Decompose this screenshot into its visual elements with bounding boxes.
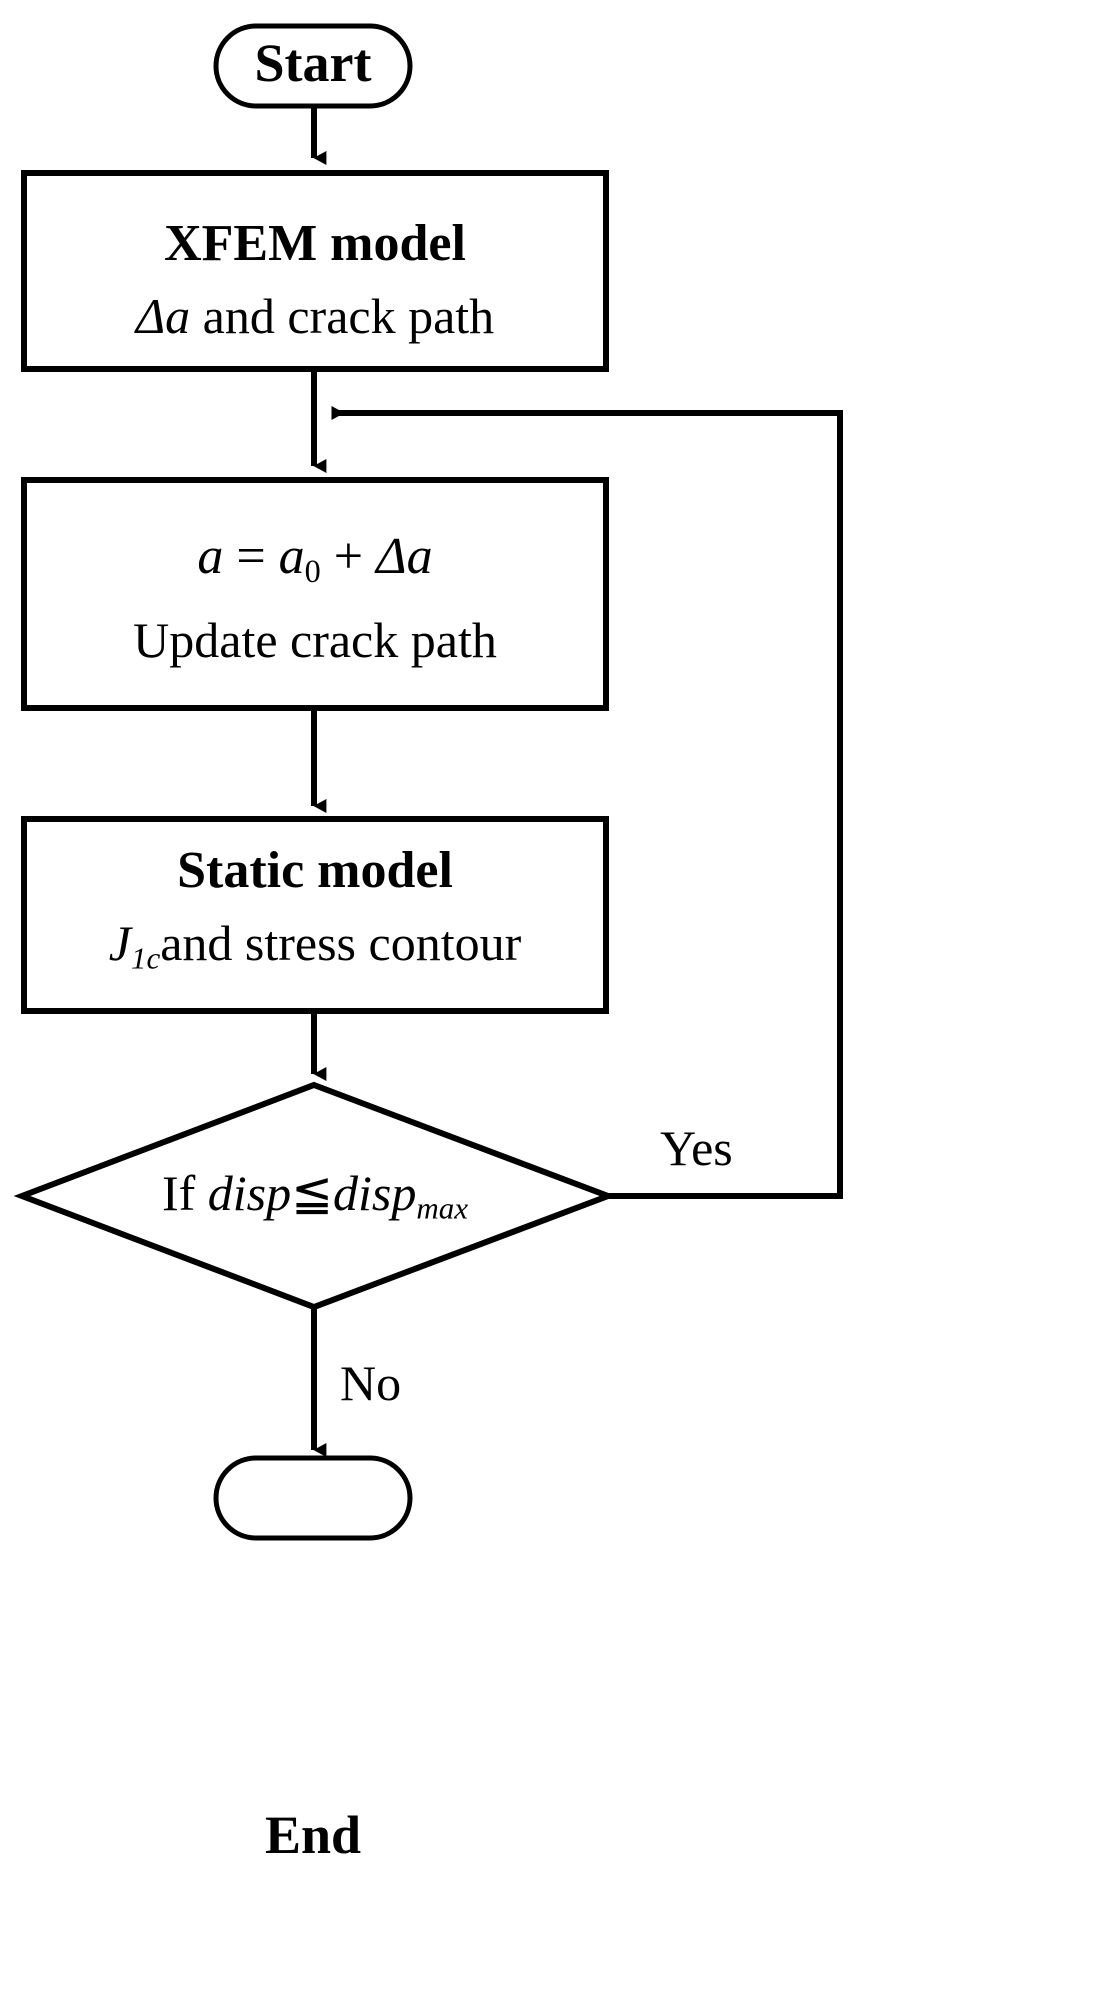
equation-lhs: a — [197, 528, 224, 585]
j-integral-symbol: J — [108, 915, 131, 971]
decision-prefix: If — [161, 1165, 208, 1221]
end-node-label: End — [264, 1805, 362, 1865]
static-model-title: Static model — [177, 842, 453, 899]
j-integral-subscript: 1c — [130, 940, 161, 976]
equation-delta-a: Δa — [376, 528, 433, 585]
delta-a-symbol: Δa — [135, 288, 191, 344]
xfem-model-box-shape — [21, 170, 609, 372]
crack-update-action: Update crack path — [133, 612, 497, 668]
crack-update-box-shape — [21, 477, 609, 711]
decision-variable-disp-max-subscript: max — [416, 1190, 469, 1226]
static-model-subtitle: J1cand stress contour — [22, 915, 608, 974]
equation-a-initial: a — [278, 528, 305, 585]
crack-update-equation: a = a0 + Δa — [22, 528, 608, 590]
edge-label-no: No — [340, 1355, 402, 1411]
xfem-model-subtitle-text: and crack path — [190, 288, 495, 344]
start-node-label: Start — [254, 33, 372, 93]
equation-plus: + — [320, 528, 377, 585]
decision-condition-label: If disp≦dispmax — [40, 1165, 590, 1224]
static-model-subtitle-text: and stress contour — [160, 915, 522, 971]
edge-label-yes: Yes — [660, 1120, 733, 1176]
end-node-shape — [213, 1455, 413, 1541]
xfem-model-subtitle: Δa and crack path — [22, 288, 608, 344]
static-model-box-shape — [21, 816, 609, 1014]
decision-variable-disp: disp — [207, 1165, 292, 1221]
decision-variable-disp-max: disp — [333, 1165, 417, 1221]
decision-operator: ≦ — [291, 1165, 334, 1221]
connector-feedback-loop — [331, 406, 843, 1199]
equation-equals: = — [223, 528, 279, 585]
xfem-model-title: XFEM model — [164, 215, 466, 272]
equation-a-initial-subscript: 0 — [304, 553, 321, 590]
